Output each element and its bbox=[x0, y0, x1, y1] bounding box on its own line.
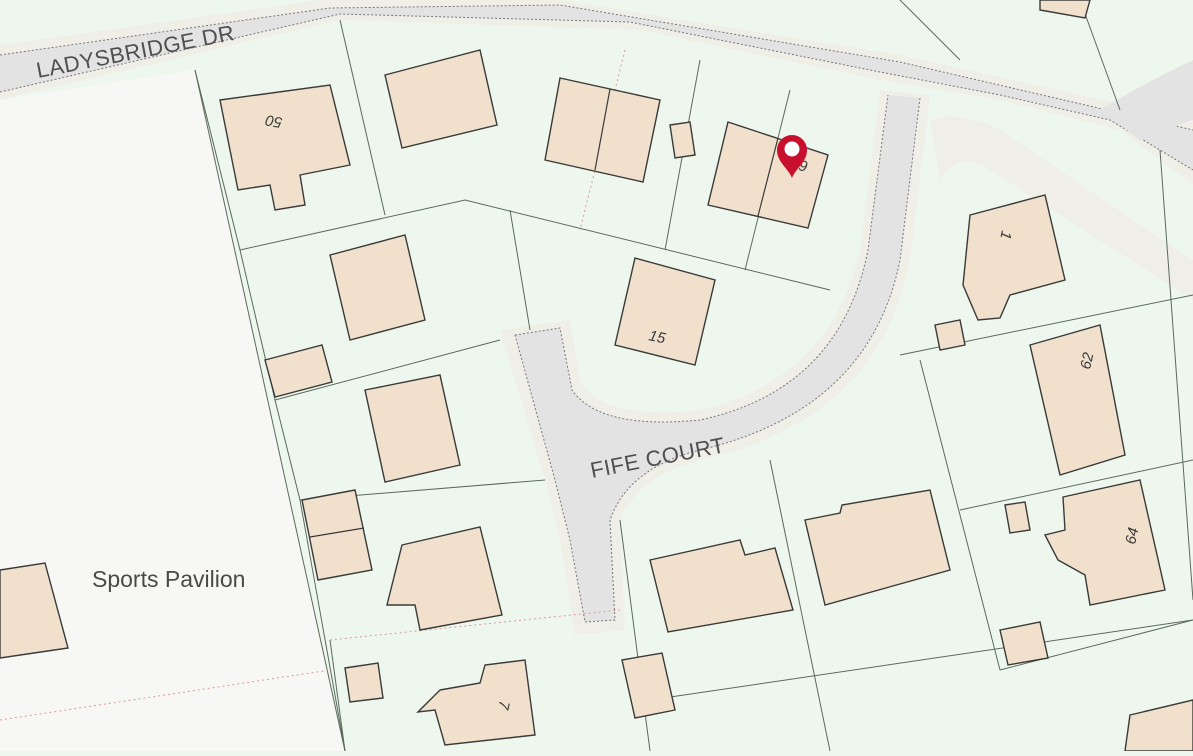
building bbox=[0, 562, 69, 659]
building bbox=[1004, 501, 1031, 534]
building bbox=[1124, 699, 1193, 752]
building bbox=[386, 526, 503, 631]
place-label-sports-pavilion: Sports Pavilion bbox=[92, 566, 245, 592]
building bbox=[301, 489, 373, 581]
east-road bbox=[1100, 60, 1193, 140]
building bbox=[364, 374, 461, 483]
building bbox=[219, 84, 351, 211]
building bbox=[384, 49, 498, 149]
kerb-line bbox=[514, 94, 889, 423]
house-number: 50 bbox=[264, 111, 284, 131]
kerb-line bbox=[514, 97, 921, 623]
fife-court-road bbox=[515, 95, 920, 622]
building bbox=[962, 194, 1066, 321]
kerb-line bbox=[0, 13, 1193, 171]
building bbox=[669, 121, 696, 159]
east-road-pavement bbox=[930, 116, 1193, 301]
house-number: 64 bbox=[1122, 526, 1142, 546]
building bbox=[344, 662, 384, 703]
building bbox=[1039, 0, 1091, 19]
building bbox=[804, 489, 951, 606]
building bbox=[329, 234, 426, 341]
kerb-line bbox=[0, 4, 1193, 131]
house-number: 15 bbox=[647, 327, 667, 347]
building bbox=[416, 659, 536, 746]
house-number: 1 bbox=[996, 229, 1014, 241]
building bbox=[649, 539, 794, 633]
building bbox=[621, 652, 676, 719]
building bbox=[1029, 324, 1126, 476]
building bbox=[934, 319, 966, 351]
building bbox=[999, 621, 1049, 666]
sports-field bbox=[0, 70, 345, 751]
location-pin-icon[interactable] bbox=[777, 135, 807, 178]
building bbox=[264, 344, 333, 398]
building bbox=[1043, 479, 1166, 606]
building bbox=[614, 257, 716, 366]
house-number: 62 bbox=[1077, 350, 1097, 370]
